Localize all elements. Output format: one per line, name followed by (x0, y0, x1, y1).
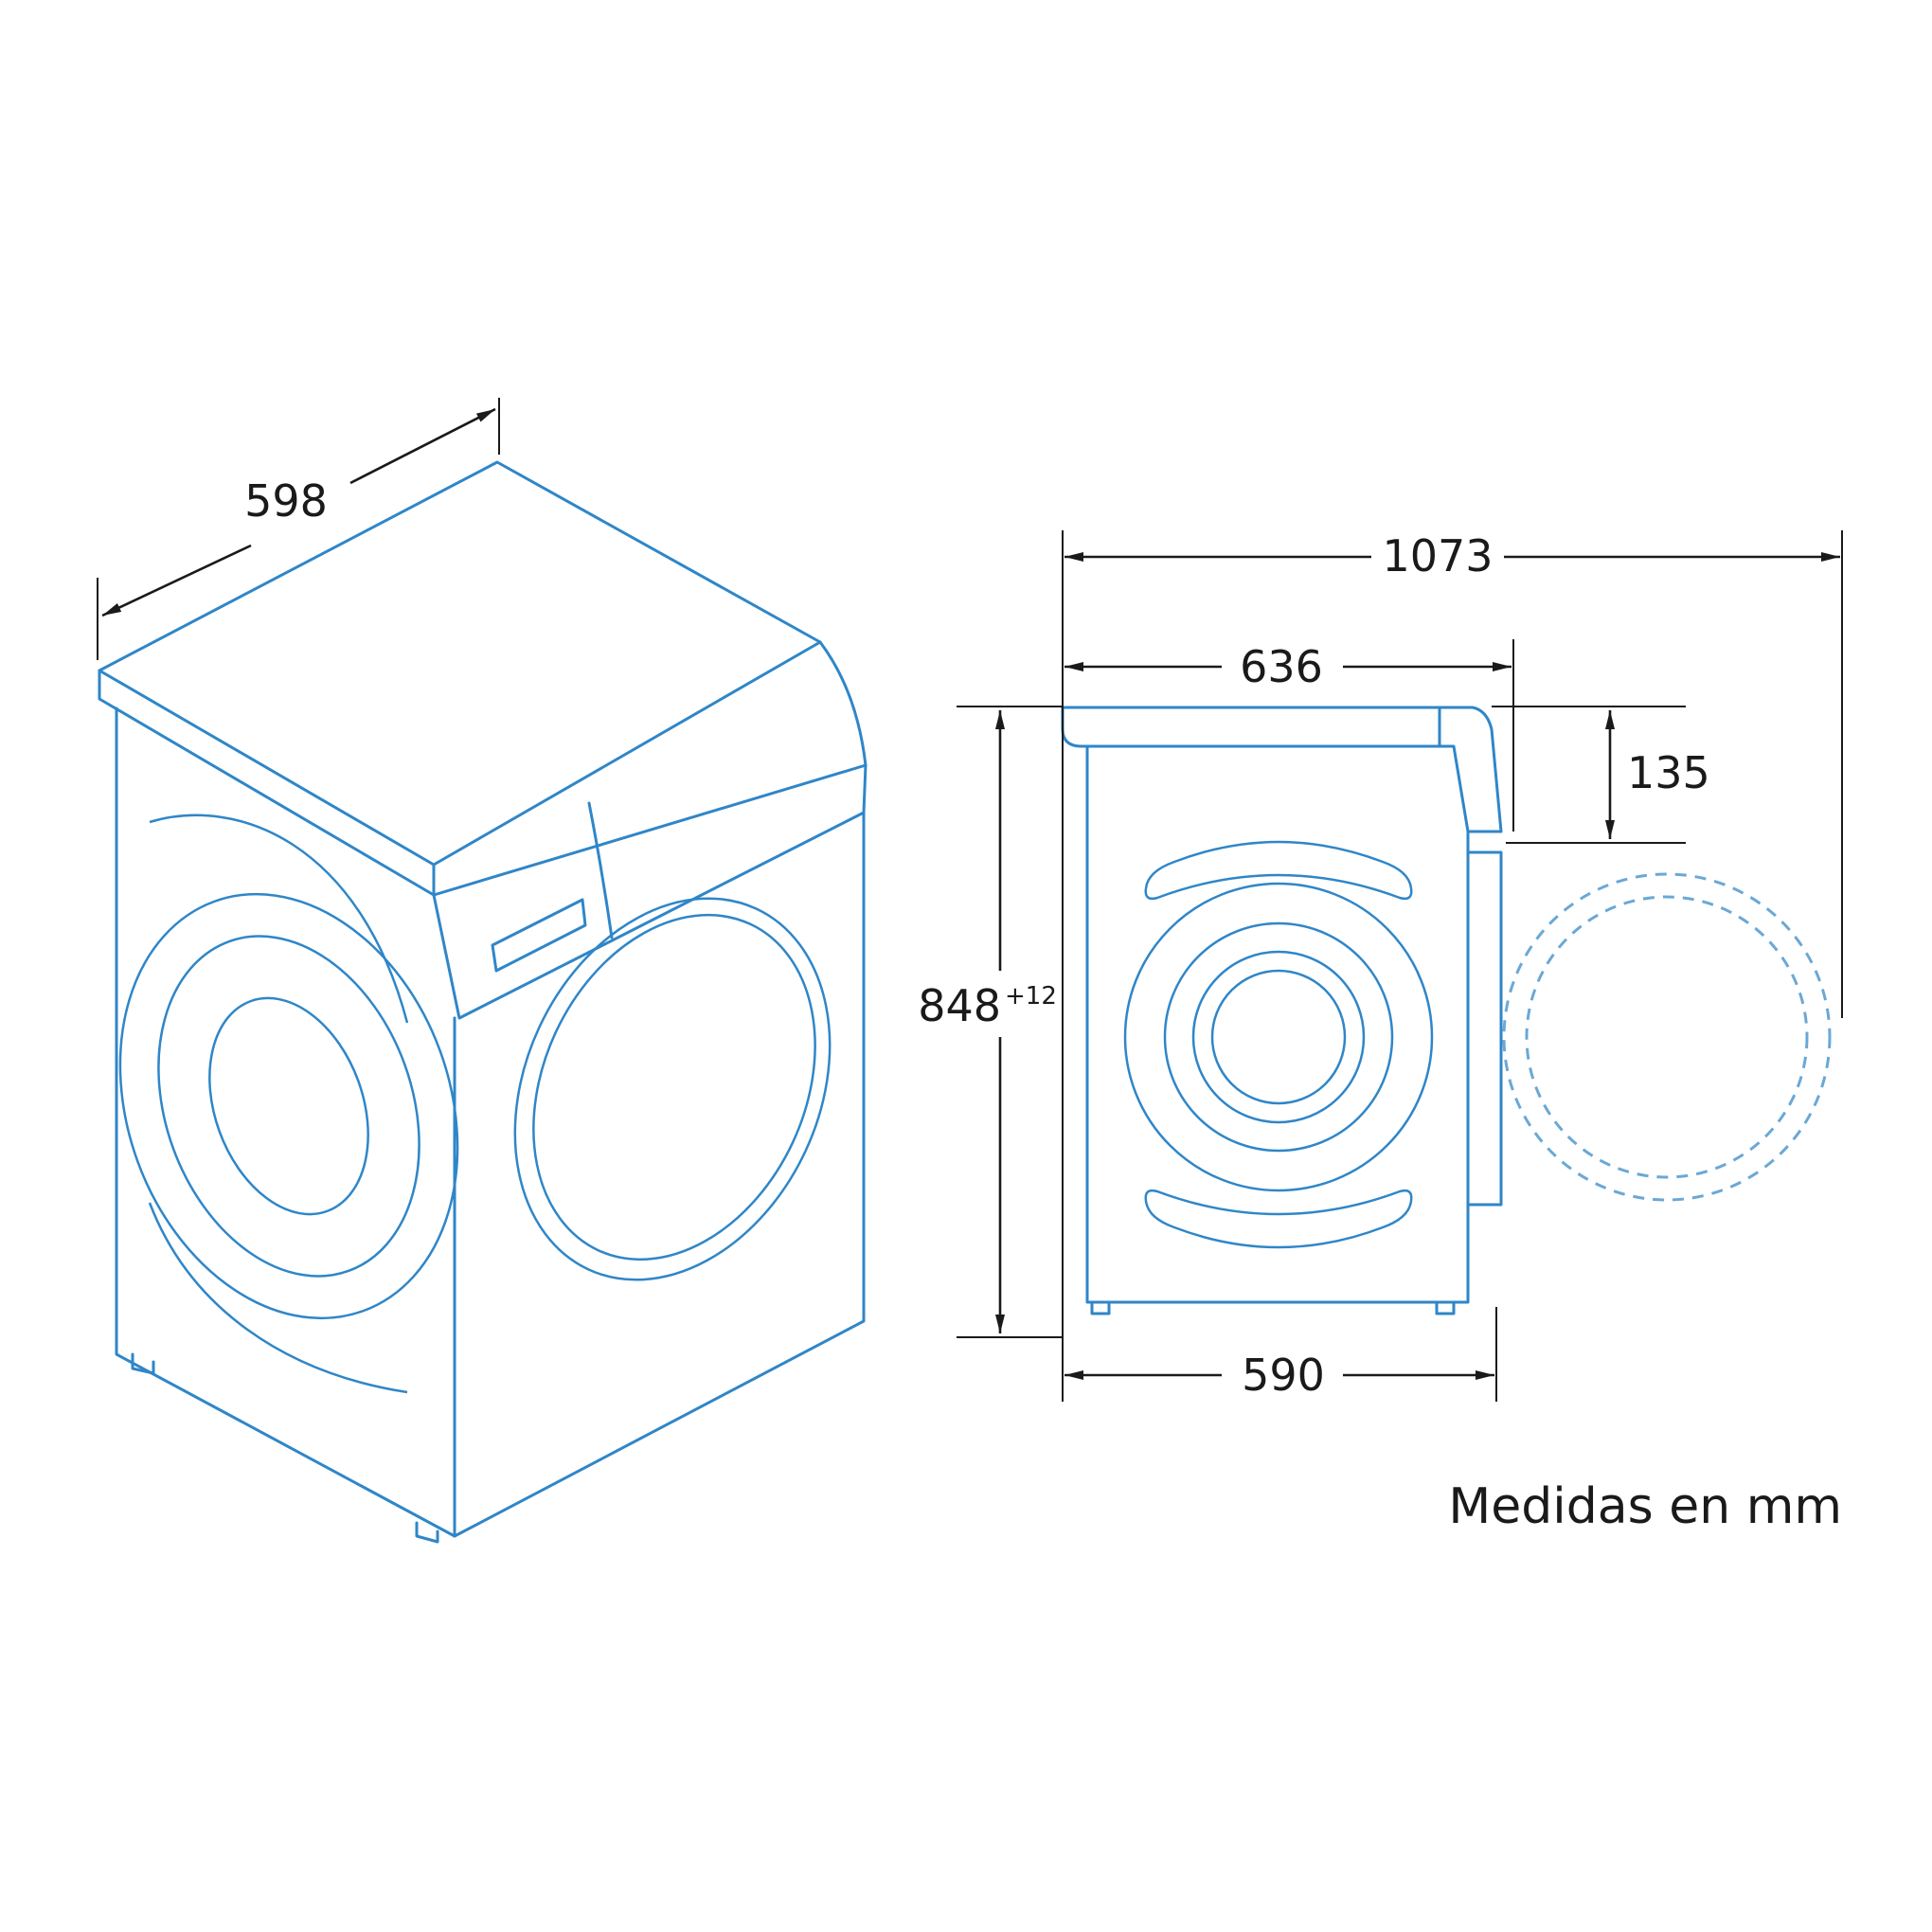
side-view: 1073 636 135 848 +12 (918, 530, 1843, 1402)
dim-height: 848 +12 (918, 706, 1063, 1338)
dim-top-offset: 135 (1492, 706, 1710, 844)
dim-width-line-a (101, 544, 252, 617)
iso-side-panel (115, 707, 456, 1538)
iso-feet (131, 1352, 439, 1544)
dim-depth-open: 1073 (1062, 530, 1843, 1402)
side-arc-bottom (1144, 1189, 1413, 1249)
iso-door (513, 897, 832, 1281)
iso-control-band (432, 763, 868, 1020)
side-ring-mid (1163, 921, 1394, 1153)
iso-lid-edge-left (98, 669, 436, 897)
dim-depth-label: 636 (1240, 641, 1323, 692)
side-ring-core (1210, 969, 1347, 1105)
iso-side-ring-outer (118, 892, 459, 1320)
side-cabinet (1085, 744, 1470, 1304)
iso-top-lid (98, 460, 822, 867)
iso-body-outline (98, 460, 868, 1538)
iso-detergent-drawer (491, 898, 587, 973)
units-note: Medidas en mm (1448, 1478, 1842, 1535)
open-door-inner (1525, 895, 1809, 1179)
iso-lid-edge-front (432, 640, 868, 897)
iso-side-arc-top (149, 814, 409, 1024)
side-ring-inner (1191, 950, 1366, 1124)
dim-width-label: 598 (244, 475, 328, 527)
dim-depth: 636 (1064, 639, 1514, 832)
iso-panel-divider (587, 801, 614, 939)
side-top-lid (1061, 706, 1503, 833)
side-foot-left (1090, 1300, 1111, 1315)
dim-top-offset-label: 135 (1627, 747, 1710, 798)
dim-body-depth: 590 (1064, 1307, 1497, 1402)
side-foot-right (1435, 1300, 1456, 1315)
side-open-door (1502, 872, 1832, 1202)
iso-side-drum-pattern (118, 814, 459, 1394)
dim-depth-open-label: 1073 (1382, 530, 1493, 581)
open-door-outer (1502, 872, 1832, 1202)
side-body-outline (1061, 706, 1503, 1315)
iso-foot-left (131, 1352, 155, 1375)
side-arc-top (1144, 840, 1413, 901)
dim-height-tolerance: +12 (1005, 982, 1057, 1011)
iso-side-arc-bottom (148, 1202, 408, 1394)
iso-foot-center (415, 1521, 439, 1544)
iso-side-ring-mid (157, 935, 420, 1278)
iso-door-outer (513, 897, 832, 1281)
dim-body-depth-label: 590 (1242, 1350, 1325, 1401)
dim-width: 598 (97, 398, 500, 660)
dim-width-line-b (349, 407, 496, 485)
side-door-hinge-plate (1466, 850, 1503, 1207)
side-drum-pattern (1123, 840, 1434, 1249)
iso-front-panel (453, 811, 866, 1538)
iso-door-glass (532, 913, 816, 1261)
dim-height-label: 848 (918, 980, 1001, 1031)
isometric-view: 598 (97, 398, 868, 1544)
iso-side-ring-inner (208, 996, 369, 1216)
side-ring-outer (1123, 882, 1434, 1192)
